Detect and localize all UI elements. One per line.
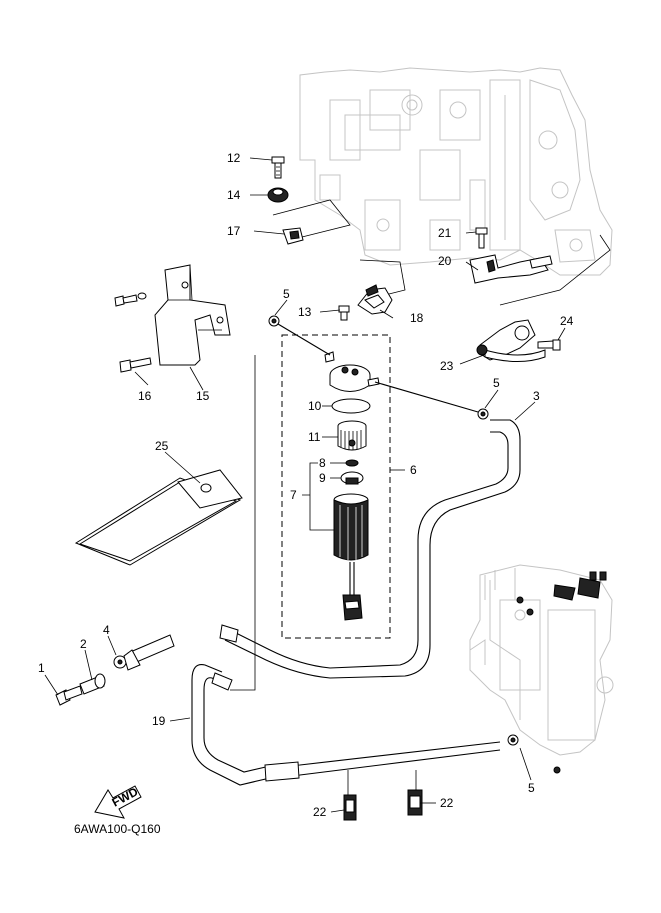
hose-clamp-5c-icon: [507, 734, 519, 746]
float-9-icon: [340, 471, 364, 485]
callout-17: 17: [227, 224, 241, 238]
fuel-hose-19: [191, 664, 501, 786]
callout-22b: 22: [440, 796, 454, 810]
fitting-1-icon: [55, 685, 83, 706]
callout-19: 19: [152, 714, 166, 728]
clamp-22a-icon: [343, 794, 357, 821]
callout-18: 18: [410, 311, 424, 325]
callout-14: 14: [227, 188, 241, 202]
callout-6: 6: [410, 463, 417, 477]
clamp-22b-icon: [407, 789, 423, 816]
callout-23: 23: [440, 359, 454, 373]
holder-18-icon: [357, 284, 393, 315]
callout-1: 1: [38, 661, 45, 675]
screw-13-icon: [338, 305, 350, 321]
callout-5a: 5: [283, 287, 290, 301]
callout-15: 15: [196, 389, 210, 403]
joint-2-icon: [79, 673, 106, 695]
callout-9: 9: [319, 471, 326, 485]
assembly-bracket-lines: [230, 199, 611, 691]
o-ring-10-icon: [331, 398, 371, 414]
bolt-12-icon: [271, 156, 285, 179]
bolt-21-icon: [475, 227, 488, 249]
callout-4: 4: [103, 623, 110, 637]
vapor-separator-connectors: [516, 571, 607, 774]
hose-clamp-5b-icon: [477, 408, 489, 420]
callout-12: 12: [227, 151, 241, 165]
filter-inlet-line: [277, 323, 331, 356]
callout-8: 8: [319, 456, 326, 470]
callout-16: 16: [138, 389, 152, 403]
callout-24: 24: [560, 314, 574, 328]
callout-7: 7: [290, 488, 297, 502]
callout-10: 10: [308, 399, 322, 413]
fuel-hose-lower: [229, 580, 419, 669]
callout-20: 20: [438, 254, 452, 268]
filter-outlet-line: [374, 381, 479, 413]
leader-lines: [44, 157, 566, 813]
bolt-bracket-icon: [114, 292, 147, 307]
filter-cup-7-icon: [333, 493, 369, 621]
fuel-filter-assembly-box: [281, 334, 391, 639]
callout-3: 3: [533, 389, 540, 403]
bag-25-icon: [74, 469, 243, 566]
callout-13: 13: [298, 305, 312, 319]
fuel-hose-3: [429, 419, 521, 580]
callout-2: 2: [80, 637, 87, 651]
bracket-15-icon: [154, 264, 231, 366]
filter-element-11-icon: [337, 420, 367, 451]
holder-20-icon: [469, 254, 553, 284]
hose-end-icon: [123, 634, 175, 671]
clamp-17-icon: [282, 227, 304, 245]
callout-22a: 22: [313, 805, 327, 819]
callout-21: 21: [438, 226, 452, 240]
fwd-arrow-icon: FWD: [94, 784, 142, 819]
hose-clamp-5a-icon: [268, 315, 280, 327]
engine-block-outline: [299, 67, 613, 276]
harness-23-icon: [476, 319, 546, 362]
bolt-24-icon: [537, 339, 561, 351]
callout-5b: 5: [493, 376, 500, 390]
bolt-16-icon: [119, 357, 152, 373]
grommet-14-icon: [267, 187, 289, 203]
ring-8-icon: [345, 459, 359, 467]
callout-5c: 5: [528, 781, 535, 795]
filter-cap-icon: [324, 351, 380, 392]
callout-11: 11: [308, 430, 321, 444]
diagram-code: 6AWA100-Q160: [74, 822, 161, 836]
hose-sleeve: [264, 761, 300, 782]
callout-25: 25: [155, 439, 169, 453]
